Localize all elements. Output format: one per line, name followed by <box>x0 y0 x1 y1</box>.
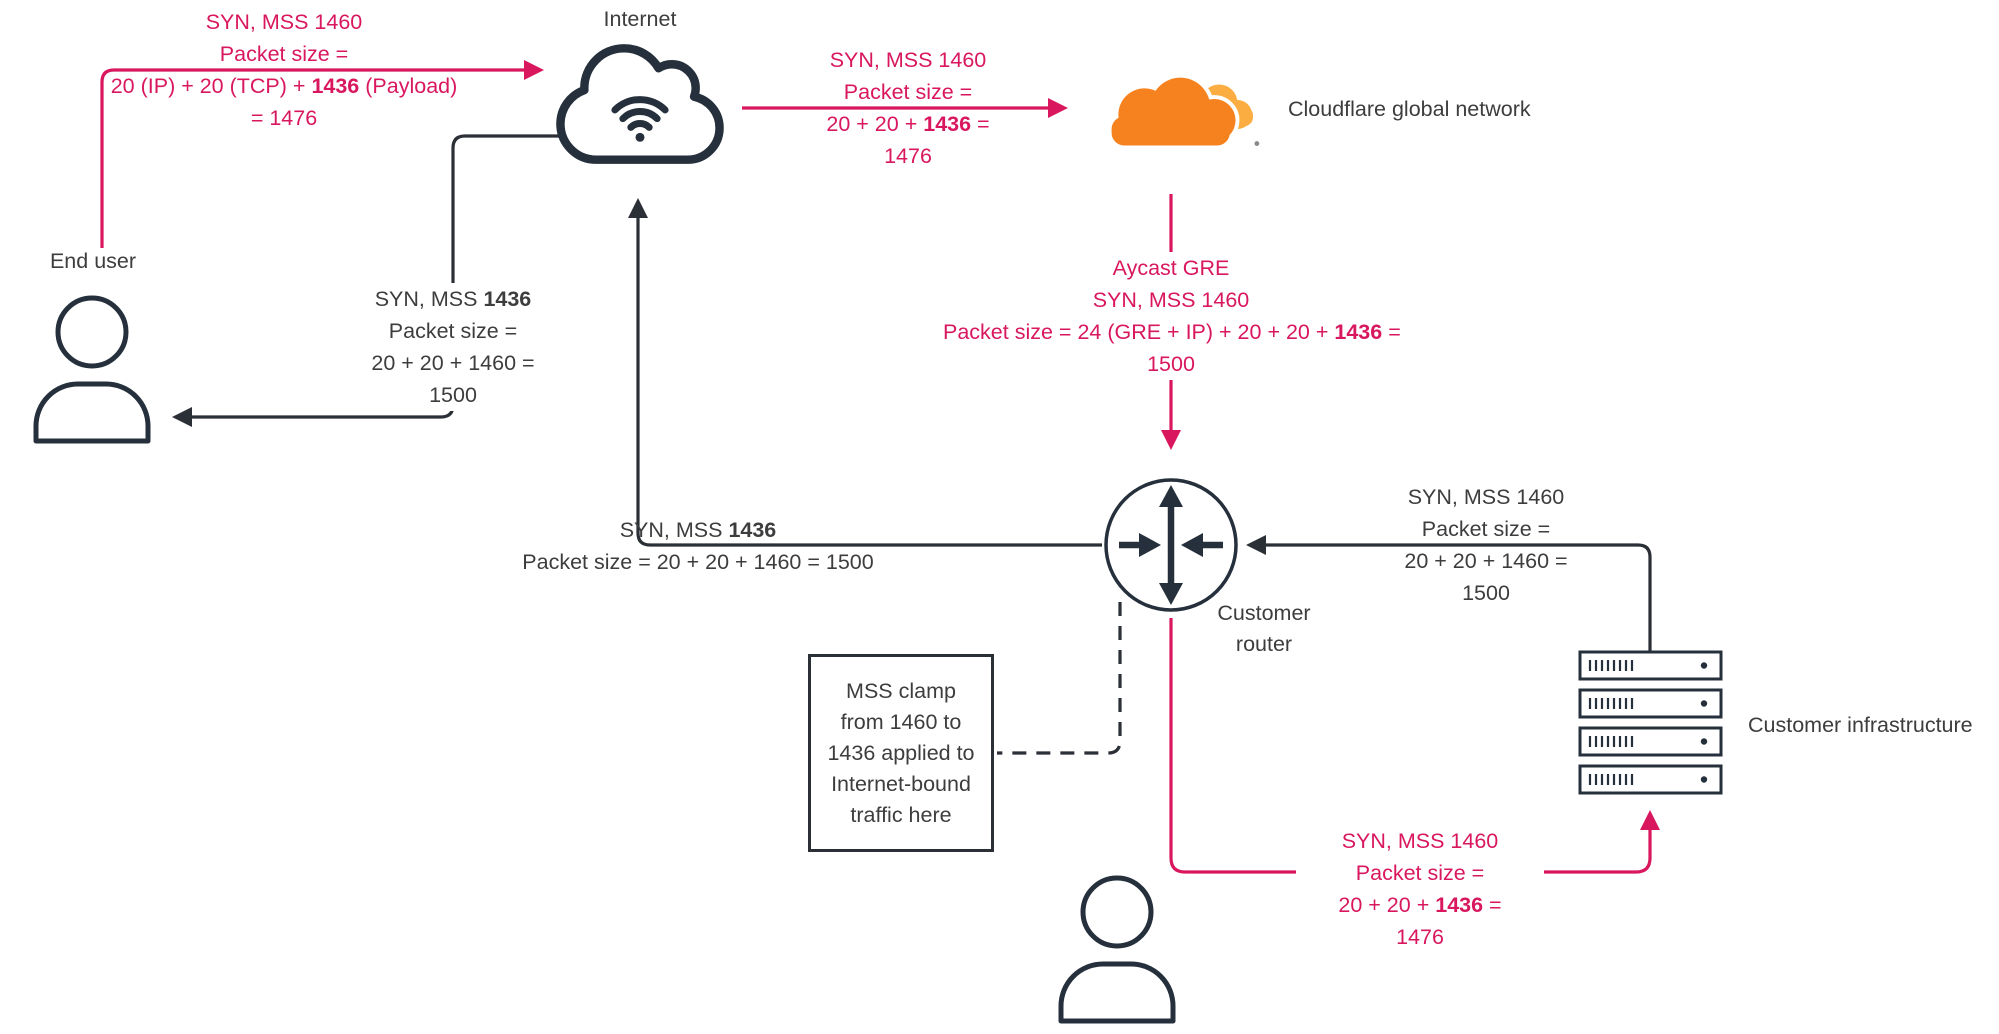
bottom-person-icon <box>1058 875 1176 1024</box>
arrow-router-to-internet <box>628 198 1102 547</box>
internet-cloud-icon <box>556 44 724 164</box>
customer-infrastructure-label: Customer infrastructure <box>1748 713 1973 737</box>
arrow-infrastructure-to-router <box>1246 535 1652 655</box>
end-user-person-icon <box>33 295 151 444</box>
server-leds <box>1700 662 1708 783</box>
cloudflare-reg-dot <box>1254 141 1260 146</box>
arrow-user-to-internet <box>100 60 544 248</box>
server-ticks <box>1588 660 1634 785</box>
dashed-line-mss-clamp <box>997 602 1122 755</box>
router-arrows-icon <box>1119 485 1223 605</box>
customer-router-icon <box>1104 478 1238 612</box>
server-stack-icon <box>1578 650 1723 795</box>
cloudflare-main-cloud <box>1111 77 1236 146</box>
customer-router-label: Customer router <box>1217 601 1311 656</box>
internet-label: Internet <box>603 7 677 31</box>
end-user-label: End user <box>49 249 137 273</box>
wifi-icon <box>611 96 669 142</box>
arrow-internet-to-user <box>172 134 562 427</box>
cloudflare-label: Cloudflare global network <box>1288 97 1531 121</box>
cloudflare-logo-icon <box>1107 73 1260 150</box>
